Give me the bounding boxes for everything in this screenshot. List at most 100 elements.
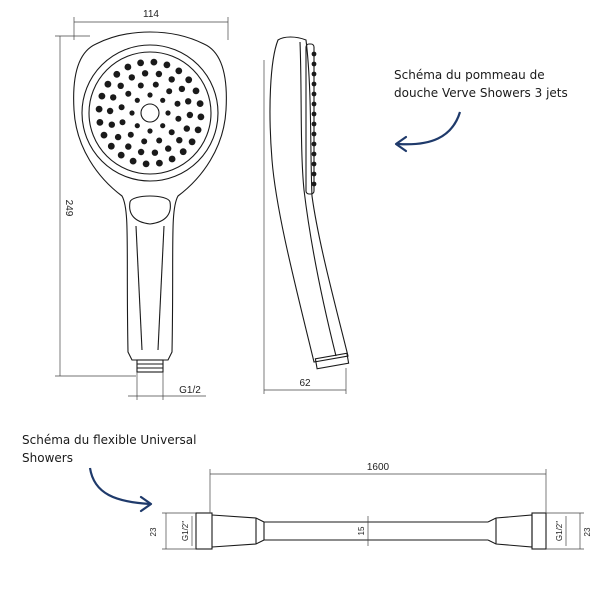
nozzle-hole [117,151,125,159]
nozzle-hole [151,149,159,156]
side-nozzle [311,121,317,127]
side-nozzle-profile [311,51,317,187]
nozzle-hole [179,148,187,156]
face-rim-outer [81,44,219,182]
nozzle-hole [174,100,181,107]
grip-inset [129,195,171,225]
nozzle-hole [175,115,182,122]
nozzle-hole [98,92,106,100]
caption-shower-head-line2: douche Verve Showers 3 jets [394,86,568,100]
nozzle-hole [160,97,166,103]
dim-right-thread-label: G1/2" [555,521,564,541]
dim-head-width [73,17,229,40]
nozzle-hole [196,100,204,107]
side-nozzle [311,151,317,157]
nozzle-hole [127,131,134,138]
nozzle-hole [188,138,196,146]
head-outline [73,31,227,361]
nozzle-hole [106,107,114,115]
hose-left-ferrule [211,514,265,548]
side-nozzle [311,71,317,77]
nozzle-hole [156,159,163,167]
nozzle-hole [129,157,137,165]
dim-head-length-label: 249 [63,200,74,217]
nozzle-hole [176,137,183,144]
dim-left-23 [162,512,196,550]
nozzle-hole [107,142,115,150]
arrow-hose-caption [88,467,151,506]
nozzle-hole [141,70,149,77]
side-nozzle [311,131,317,137]
nozzle-hole [119,119,126,126]
hose-drawing [195,512,547,550]
side-nozzle [311,91,317,97]
nozzle-hole [185,76,193,84]
handle-line-left [135,225,143,351]
dim-hose-15-label: 15 [357,526,366,535]
side-nozzle [311,81,317,87]
side-face-edge [305,43,315,195]
nozzle-hole [156,137,163,144]
arrow-head-caption-tip [394,135,408,153]
side-thread [314,352,350,370]
nozzle-hole [165,145,172,152]
side-nozzle [311,161,317,167]
side-nozzle [311,141,317,147]
dim-head-width-label: 114 [143,9,159,20]
nozzle-hole [155,70,163,78]
face-rim-inner [88,51,212,175]
hose-right-nut [531,512,547,550]
nozzle-hole [134,97,140,103]
nozzle-hole [150,58,158,66]
dim-head-depth-label: 62 [299,378,311,389]
dim-left-thread-label: G1/2" [181,521,190,541]
nozzle-hole [178,85,186,93]
nozzle-hole [160,123,166,129]
nozzle-hole [110,94,117,101]
caption-hose-line2: Showers [22,451,73,465]
side-nozzle [311,101,317,107]
caption-hose-line1: Schéma du flexible Universal [22,433,197,447]
dim-right-23-label: 23 [583,527,592,536]
dim-hose-length [209,469,547,513]
caption-shower-head: Schéma du pommeau de douche Verve Shower… [394,66,594,102]
handle-line-right [157,225,165,351]
nozzle-hole [117,82,124,90]
nozzle-hole [113,70,121,78]
side-nozzle [311,171,317,177]
nozzle-hole [197,113,205,121]
dim-head-length [55,35,136,377]
nozzle-hole [108,121,116,128]
side-nozzle [311,61,317,67]
shower-head-side-view [269,36,350,370]
nozzle-hole [137,59,145,67]
hose-left-nut [195,512,213,550]
nozzle-hole [125,143,132,150]
nozzle-hole [134,123,140,129]
nozzle-hole [166,88,173,95]
side-nozzle [311,51,317,57]
nozzle-hole [163,61,171,69]
nozzle-hole [147,92,153,98]
nozzle-hole [118,104,125,111]
nozzle-hole [168,76,175,83]
dim-thread [128,372,206,400]
nozzle-hole [129,110,135,116]
nozzle-hole [168,155,176,163]
side-outline [269,36,349,363]
center-nozzle [140,103,160,123]
dim-right-23 [546,512,584,550]
shower-head-front-view [73,31,227,373]
nozzle-hole [125,90,132,97]
side-inner-line [299,41,337,357]
dim-thread-label: G1/2 [179,385,201,396]
nozzle-hole [175,67,183,75]
nozzle-hole [183,125,190,132]
side-nozzle [311,181,317,187]
dim-hose-length-label: 1600 [367,462,390,473]
nozzle-hole [147,128,153,134]
arrow-hose-caption-tip [139,495,153,513]
nozzle-hole [96,119,104,126]
nozzle-hole [137,148,145,156]
nozzle-hole [165,110,171,116]
